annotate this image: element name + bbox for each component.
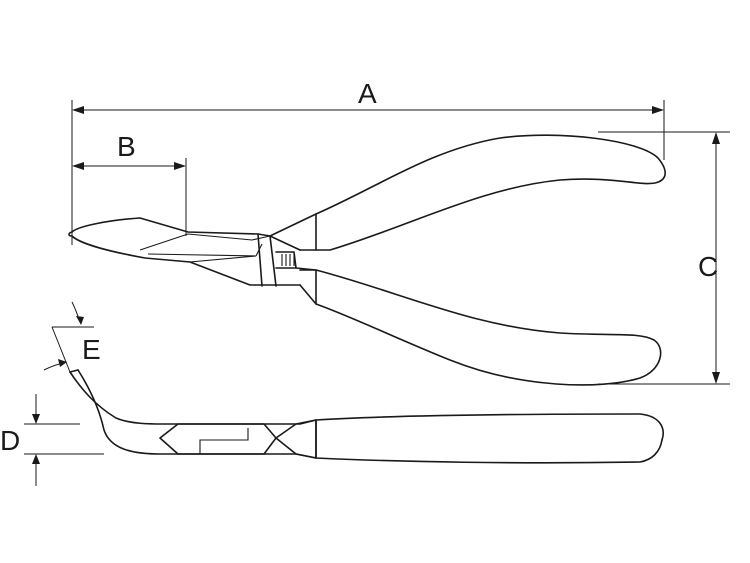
pliers-top-view (68, 134, 666, 386)
dimension-a: A (71, 78, 665, 245)
upper-jaw (71, 217, 301, 251)
dimension-b-label: B (117, 131, 136, 162)
dimension-c-label: C (698, 251, 718, 282)
dimension-b: B (72, 131, 187, 236)
lower-handle (295, 267, 662, 386)
dimension-e-label: E (82, 334, 101, 365)
upper-handle-grip-start (299, 213, 317, 251)
side-joint-step (199, 428, 249, 454)
pliers-side-view (69, 369, 664, 464)
dimension-e: E (43, 301, 101, 373)
dimension-a-label: A (358, 78, 377, 109)
side-joint (159, 423, 277, 455)
side-outline-lower (77, 369, 663, 464)
upper-handle (269, 134, 666, 251)
lower-jaw (71, 235, 301, 286)
joint (257, 233, 297, 287)
jaw-detail (139, 233, 271, 263)
side-tip (69, 369, 79, 373)
side-outline-upper (69, 371, 664, 441)
dimension-d: D (0, 394, 104, 486)
side-handle-joint (275, 419, 317, 459)
dimension-d-label: D (0, 425, 20, 456)
nose-tip (68, 231, 73, 237)
spring-coil (281, 254, 295, 266)
dimension-c: C (598, 131, 730, 385)
